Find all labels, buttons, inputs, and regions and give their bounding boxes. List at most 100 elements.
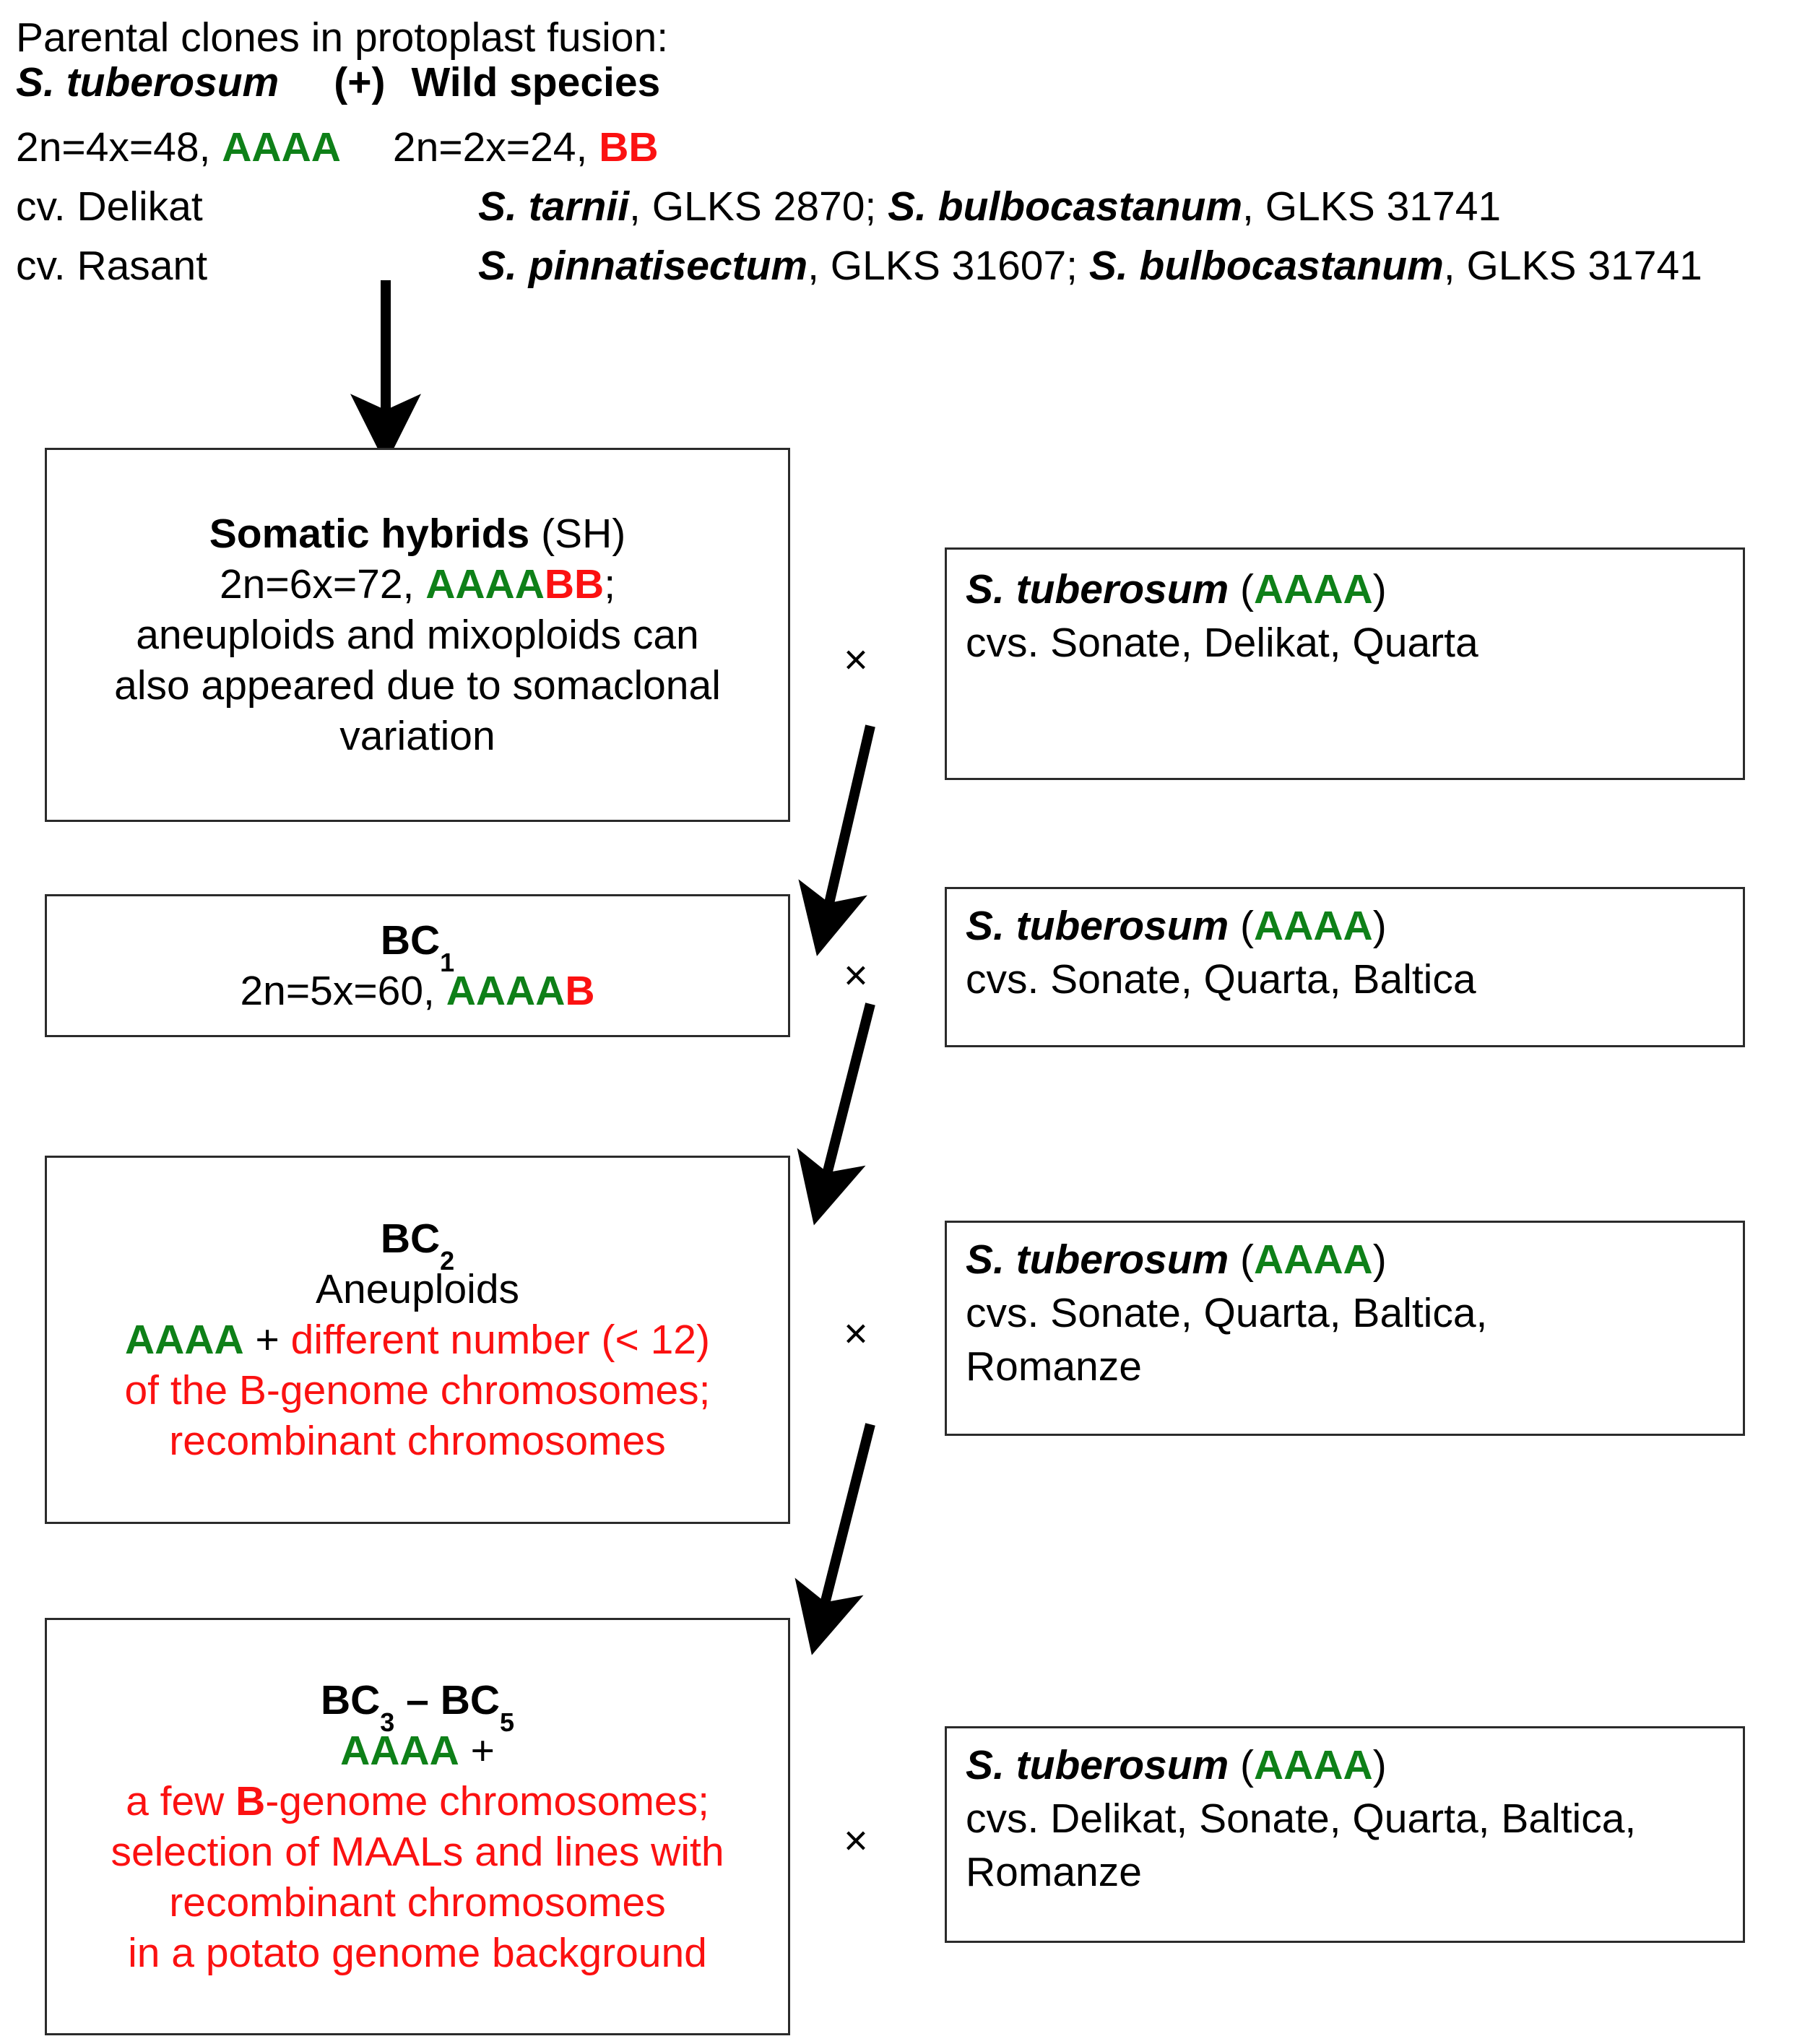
- recurrent-parent-box-4[interactable]: S. tuberosum (AAAA) cvs. Delikat, Sonate…: [945, 1726, 1745, 1943]
- bc2-title: BC2: [47, 1213, 788, 1274]
- rp4-species: S. tuberosum: [966, 1742, 1229, 1788]
- wild-accession-bulbocastanum-2: , GLKS 31741: [1443, 243, 1702, 289]
- rp4-paren-close: ): [1372, 1742, 1387, 1788]
- cross-symbol-1: ×: [844, 636, 868, 683]
- bc2-plus-sign: +: [243, 1317, 291, 1363]
- sh-body-line-2: also appeared due to somaclonal: [114, 662, 721, 709]
- sh-title-rest: (SH): [529, 511, 626, 557]
- wild-accession-pinnatisectum: , GLKS 31607;: [807, 243, 1089, 289]
- recurrent-parent-box-1[interactable]: S. tuberosum (AAAA) cvs. Sonate, Delikat…: [945, 547, 1745, 780]
- bc3-title-dash: –: [394, 1677, 441, 1723]
- stage-box-bc1[interactable]: BC1 2n=5x=60, AAAAB: [45, 894, 790, 1037]
- recurrent-parent-box-3[interactable]: S. tuberosum (AAAA) cvs. Sonate, Quarta,…: [945, 1221, 1745, 1436]
- bc2-red-first-line: different number (< 12): [290, 1317, 710, 1363]
- bc2-genome-line: AAAA + different number (< 12): [47, 1315, 788, 1365]
- header-right-species: Wild species: [411, 59, 661, 105]
- rp4-genome: AAAA: [1254, 1742, 1373, 1788]
- rp3-paren-open: (: [1229, 1237, 1255, 1283]
- rp4-paren-open: (: [1229, 1742, 1255, 1788]
- recurrent-parent-box-2[interactable]: S. tuberosum (AAAA) cvs. Sonate, Quarta,…: [945, 887, 1745, 1047]
- sh-genome-a: AAAA: [425, 561, 545, 607]
- rp1-paren-open: (: [1229, 566, 1255, 612]
- bc3-title: BC3 – BC5: [47, 1675, 788, 1736]
- rp2-paren-close: ): [1372, 903, 1387, 949]
- bc2-genome-a: AAAA: [125, 1317, 244, 1363]
- bc1-title-bold: BC: [380, 917, 441, 963]
- sh-title-bold: Somatic hybrids: [209, 511, 530, 557]
- stage-box-somatic-hybrids[interactable]: Somatic hybrids (SH) 2n=6x=72, AAAABB; a…: [45, 448, 790, 822]
- wild-species-pinnatisectum: S. pinnatisectum: [478, 243, 808, 289]
- bc1-genome-a: AAAA: [446, 968, 566, 1014]
- rp3-cultivars-line-1: cvs. Sonate, Quarta, Baltica,: [966, 1290, 1488, 1336]
- bc3-body-line-1: a few B-genome chromosomes;: [126, 1778, 709, 1824]
- sh-genome-b: BB: [544, 561, 605, 607]
- rp2-paren-open: (: [1229, 903, 1255, 949]
- header-left-ploidy: 2n=4x=48,: [16, 124, 222, 170]
- bc1-ploidy: 2n=5x=60, AAAAB: [47, 966, 788, 1016]
- bc3-body-line-4: in a potato genome background: [128, 1930, 707, 1976]
- arrow-bc2-to-bc3: [794, 1423, 875, 1655]
- rp4-cultivars-line-2: Romanze: [966, 1849, 1142, 1895]
- bc3-body-line-2: selection of MAALs and lines with: [111, 1829, 724, 1875]
- cultivar-label-rasant: cv. Rasant: [16, 243, 208, 289]
- sh-body-line-1: aneuploids and mixoploids can: [136, 612, 699, 658]
- stage-box-bc2[interactable]: BC2 Aneuploids AAAA + different number (…: [45, 1156, 790, 1524]
- header-row-cultivar-2: cv. Rasant: [16, 240, 207, 292]
- sh-ploidy: 2n=6x=72, AAAABB;: [47, 559, 788, 610]
- bc3-title-subscript-2: 5: [500, 1707, 515, 1738]
- rp1-genome: AAAA: [1254, 566, 1373, 612]
- header-left-genome: AAAA: [222, 124, 341, 170]
- header-row-wild-2: S. pinnatisectum, GLKS 31607; S. bulboca…: [478, 240, 1702, 292]
- rp3-species: S. tuberosum: [966, 1237, 1229, 1283]
- bc3-title-subscript-1: 3: [380, 1707, 395, 1738]
- rp3-genome: AAAA: [1254, 1237, 1373, 1283]
- arrow-bc1-to-bc2: [797, 1002, 875, 1226]
- sh-body-line-3: variation: [339, 713, 495, 759]
- sh-title: Somatic hybrids (SH): [47, 508, 788, 559]
- header-left-species: S. tuberosum: [16, 59, 280, 105]
- bc2-title-subscript: 2: [440, 1246, 455, 1276]
- header-right-genome: BB: [599, 124, 659, 170]
- bc3-title-bold-1: BC: [320, 1677, 381, 1723]
- rp3-species-line: S. tuberosum (AAAA): [966, 1233, 1762, 1286]
- bc3-body-line-3: recombinant chromosomes: [169, 1879, 666, 1926]
- header-row-wild-1: S. tarnii, GLKS 2870; S. bulbocastanum, …: [478, 181, 1501, 233]
- rp3-cultivars-line-2: Romanze: [966, 1343, 1142, 1390]
- wild-accession-tarnii: , GLKS 2870;: [629, 183, 888, 230]
- bc3-plus-sign: +: [459, 1728, 495, 1774]
- rp3-paren-close: ): [1372, 1237, 1387, 1283]
- bc2-title-bold: BC: [380, 1216, 441, 1262]
- cross-symbol-4: ×: [844, 1817, 868, 1864]
- bc1-title: BC1: [47, 915, 788, 976]
- bc3-title-bold-2: BC: [440, 1677, 501, 1723]
- bc3-genome-a: AAAA: [340, 1728, 459, 1774]
- stage-box-bc3-bc5[interactable]: BC3 – BC5 AAAA + a few B-genome chromoso…: [45, 1618, 790, 2035]
- bc1-genome-b: B: [565, 968, 595, 1014]
- rp2-cultivars-line-1: cvs. Sonate, Quarta, Baltica: [966, 956, 1476, 1002]
- rp1-paren-close: ): [1372, 566, 1387, 612]
- cross-symbol-3: ×: [844, 1310, 868, 1357]
- wild-accession-bulbocastanum-1: , GLKS 31741: [1242, 183, 1502, 230]
- bc2-subtitle: Aneuploids: [315, 1266, 520, 1312]
- bc2-body-line-2: recombinant chromosomes: [169, 1418, 666, 1464]
- rp2-species: S. tuberosum: [966, 903, 1229, 949]
- sh-ploidy-suffix: ;: [604, 561, 616, 607]
- header-row-cultivar-1: cv. Delikat: [16, 181, 203, 233]
- rp2-species-line: S. tuberosum (AAAA): [966, 899, 1762, 953]
- rp4-species-line: S. tuberosum (AAAA): [966, 1738, 1762, 1792]
- wild-species-tarnii: S. tarnii: [478, 183, 630, 230]
- rp1-species-line: S. tuberosum (AAAA): [966, 563, 1762, 616]
- wild-species-bulbocastanum-1: S. bulbocastanum: [888, 183, 1243, 230]
- bc2-body-line-1: of the B-genome chromosomes;: [124, 1367, 711, 1413]
- header-fusion-symbol: (+): [334, 59, 386, 105]
- cross-symbol-2: ×: [844, 952, 868, 999]
- bc1-ploidy-prefix: 2n=5x=60,: [240, 968, 446, 1014]
- cultivar-label-delikat: cv. Delikat: [16, 183, 203, 230]
- rp4-cultivars-line-1: cvs. Delikat, Sonate, Quarta, Baltica,: [966, 1796, 1637, 1842]
- sh-ploidy-prefix: 2n=6x=72,: [219, 561, 426, 607]
- wild-species-bulbocastanum-2: S. bulbocastanum: [1088, 243, 1444, 289]
- header-title: Parental clones in protoplast fusion:: [16, 12, 668, 64]
- bc1-title-subscript: 1: [440, 948, 455, 978]
- header-right-ploidy: 2n=2x=24,: [392, 124, 599, 170]
- header-title-text: Parental clones in protoplast fusion:: [16, 14, 669, 61]
